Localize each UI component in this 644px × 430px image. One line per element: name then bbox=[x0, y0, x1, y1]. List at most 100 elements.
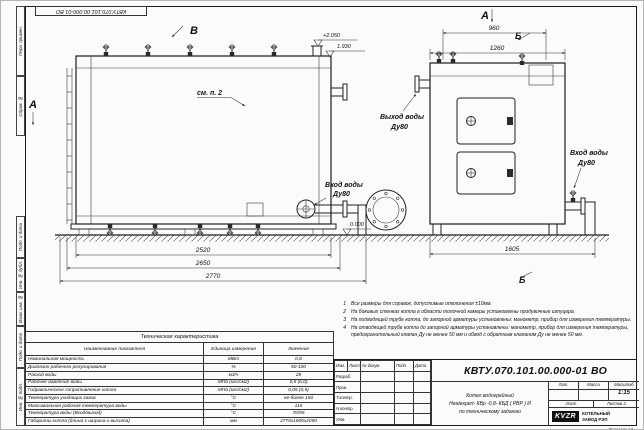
level-zero-label: 0.000 bbox=[350, 222, 365, 228]
inlet-riser-pipe bbox=[357, 204, 367, 236]
tb-cell bbox=[360, 402, 395, 415]
side-inlet-dn-label: Ду80 bbox=[577, 160, 595, 167]
tech-cell: % bbox=[203, 363, 264, 372]
technical-characteristics-table: Техническая характеристика Наименование … bbox=[25, 330, 334, 426]
title-block-meta: Лит. Масса Масштаб 1:15 Лист Листов 2 bbox=[549, 382, 639, 425]
margin-box-inv-dubl: Инв. № дубл. bbox=[16, 258, 25, 292]
boiler-body-front bbox=[75, 55, 332, 225]
tb-role-prov: Пров. bbox=[334, 381, 361, 393]
door-latch bbox=[507, 169, 513, 177]
tech-cell: Температура воды (Вход/выход) bbox=[25, 409, 204, 419]
boiler-front-view bbox=[66, 44, 367, 236]
margin-box-sprav: Справ. № bbox=[16, 76, 25, 136]
tech-cell: 0,05 (0,5) bbox=[263, 386, 334, 395]
scale-label: Масштаб bbox=[614, 382, 634, 387]
company-logo: KVZR bbox=[552, 411, 580, 422]
note-number: 3 bbox=[343, 317, 346, 323]
lit-value bbox=[549, 390, 579, 400]
support-leg bbox=[432, 223, 442, 236]
note-text: На боковых стенках котла в области топоч… bbox=[351, 309, 576, 315]
tech-cell: 50-100 bbox=[263, 363, 334, 372]
margin-box-perv-primen: Перв. примен. bbox=[16, 6, 25, 76]
top-valve-icon bbox=[102, 44, 110, 57]
side-nozzle-flange bbox=[342, 83, 348, 101]
tb-col-data: Дата bbox=[413, 360, 431, 372]
tech-cell: 2770х1605х2050 bbox=[263, 417, 334, 426]
top-valve-icon bbox=[449, 51, 457, 64]
dim-2770: 2770 bbox=[205, 273, 221, 280]
see-note-label: см. п. 2 bbox=[197, 90, 222, 97]
sheets-value: 2 bbox=[623, 401, 626, 406]
tb-cell bbox=[413, 402, 431, 415]
tb-col-podp: Подп. bbox=[394, 360, 414, 372]
tech-cell: Гидравлическое сопротивление котла bbox=[25, 386, 204, 395]
company-name: КОТЕЛЬНЫЙ ЗАВОД РЭП bbox=[582, 411, 610, 421]
note-text: Все размеры для справок, допустимые откл… bbox=[351, 301, 492, 307]
side-inlet-label: Вход воды bbox=[570, 149, 608, 157]
mass-label: Масса bbox=[579, 382, 609, 389]
tech-table-title: Техническая характеристика bbox=[25, 330, 334, 344]
dim-960: 960 bbox=[489, 25, 500, 32]
title-block: Изм. Лист № докум. Подп. Дата Разраб. Пр… bbox=[333, 359, 639, 426]
tb-cell bbox=[413, 391, 431, 404]
product-line2: Heatexpert- КВр -0,8- КБД ( РВР ) И bbox=[449, 400, 531, 407]
section-b-top-label: Б bbox=[515, 31, 522, 41]
section-a-label: А bbox=[480, 10, 489, 22]
inlet-down-pipe bbox=[584, 201, 596, 236]
tech-cell: Номинальная мощность bbox=[25, 355, 204, 365]
tb-cell bbox=[394, 381, 414, 393]
tb-col-docnum: № докум. bbox=[360, 360, 395, 372]
level-mark-icon bbox=[342, 228, 352, 236]
tech-cell: 70/95 bbox=[263, 409, 334, 419]
outlet-nozzle-flange bbox=[414, 75, 420, 93]
product-line3: по техническому заданию bbox=[459, 408, 521, 415]
tech-cell: мм bbox=[203, 417, 264, 426]
side-annotations: Выход воды Ду80 Вход воды Ду80 А Б Б bbox=[380, 9, 608, 285]
tech-header-unit: Единица измерения bbox=[203, 342, 264, 357]
door-latch bbox=[507, 117, 513, 125]
tb-role-utv: Утв. bbox=[334, 413, 361, 425]
margin-label: Взам. инв. № bbox=[18, 295, 23, 323]
tb-role-razrab: Разраб. bbox=[334, 370, 361, 383]
base-skid bbox=[70, 223, 337, 230]
tb-cell bbox=[394, 413, 414, 425]
drain-valve-icon bbox=[226, 223, 234, 236]
format-label: Формат А3 bbox=[608, 426, 633, 430]
section-b-bottom-label: Б bbox=[519, 275, 526, 285]
tb-cell bbox=[394, 391, 414, 404]
tb-role-nkontr: Н.контр. bbox=[334, 402, 361, 415]
front-inlet-label: Вход воды bbox=[325, 181, 363, 189]
front-annotations: +2.050 1.930 0.000 см. п. 2 В А Вход вод… bbox=[28, 25, 371, 236]
support-leg bbox=[548, 223, 558, 236]
tb-cell bbox=[360, 370, 395, 383]
document-number: КВТУ.070.101.00.000-01 ВО bbox=[432, 360, 639, 382]
sheets-cell: Листов 2 bbox=[594, 401, 639, 407]
tech-cell: °С bbox=[203, 409, 264, 419]
margin-label: Инв. № подл. bbox=[18, 382, 23, 412]
note-text: На отводящей трубе котла до запорной арм… bbox=[351, 325, 629, 338]
tech-cell: °С bbox=[203, 401, 264, 411]
margin-box-podp-data-1: Подп. и дата bbox=[16, 216, 25, 258]
inlet-nozzle-flange bbox=[580, 197, 586, 215]
tech-cell: Габариты котла (длина х ширина х высота) bbox=[25, 417, 204, 426]
drain-valve-icon bbox=[106, 223, 114, 236]
top-valve-icon bbox=[144, 44, 152, 57]
product-line1: Котел водогрейный bbox=[466, 392, 514, 399]
tb-cell bbox=[360, 391, 395, 404]
drain-valve-icon bbox=[254, 223, 262, 236]
margin-label: Подп. и дата bbox=[18, 222, 23, 252]
top-valve-icon bbox=[435, 51, 443, 64]
side-dimensions: 960 1260 1605 bbox=[429, 25, 596, 258]
margin-label: Перв. примен. bbox=[18, 26, 23, 56]
top-valve-icon bbox=[228, 44, 236, 57]
tech-header-name: Наименование показателя bbox=[25, 342, 204, 357]
margin-box-podp-data-2: Подп. и дата bbox=[16, 326, 25, 368]
tech-cell: Диапазон рабочего регулирования bbox=[25, 363, 204, 372]
tb-col-izm: Изм. bbox=[334, 360, 348, 372]
front-dimensions: 2520 2650 2770 bbox=[59, 237, 367, 284]
margin-box-inv-podl: Инв. № подл. bbox=[16, 368, 25, 426]
tech-cell: 0,6 (6,0) bbox=[263, 378, 334, 388]
inlet-valve-icon bbox=[569, 190, 577, 203]
